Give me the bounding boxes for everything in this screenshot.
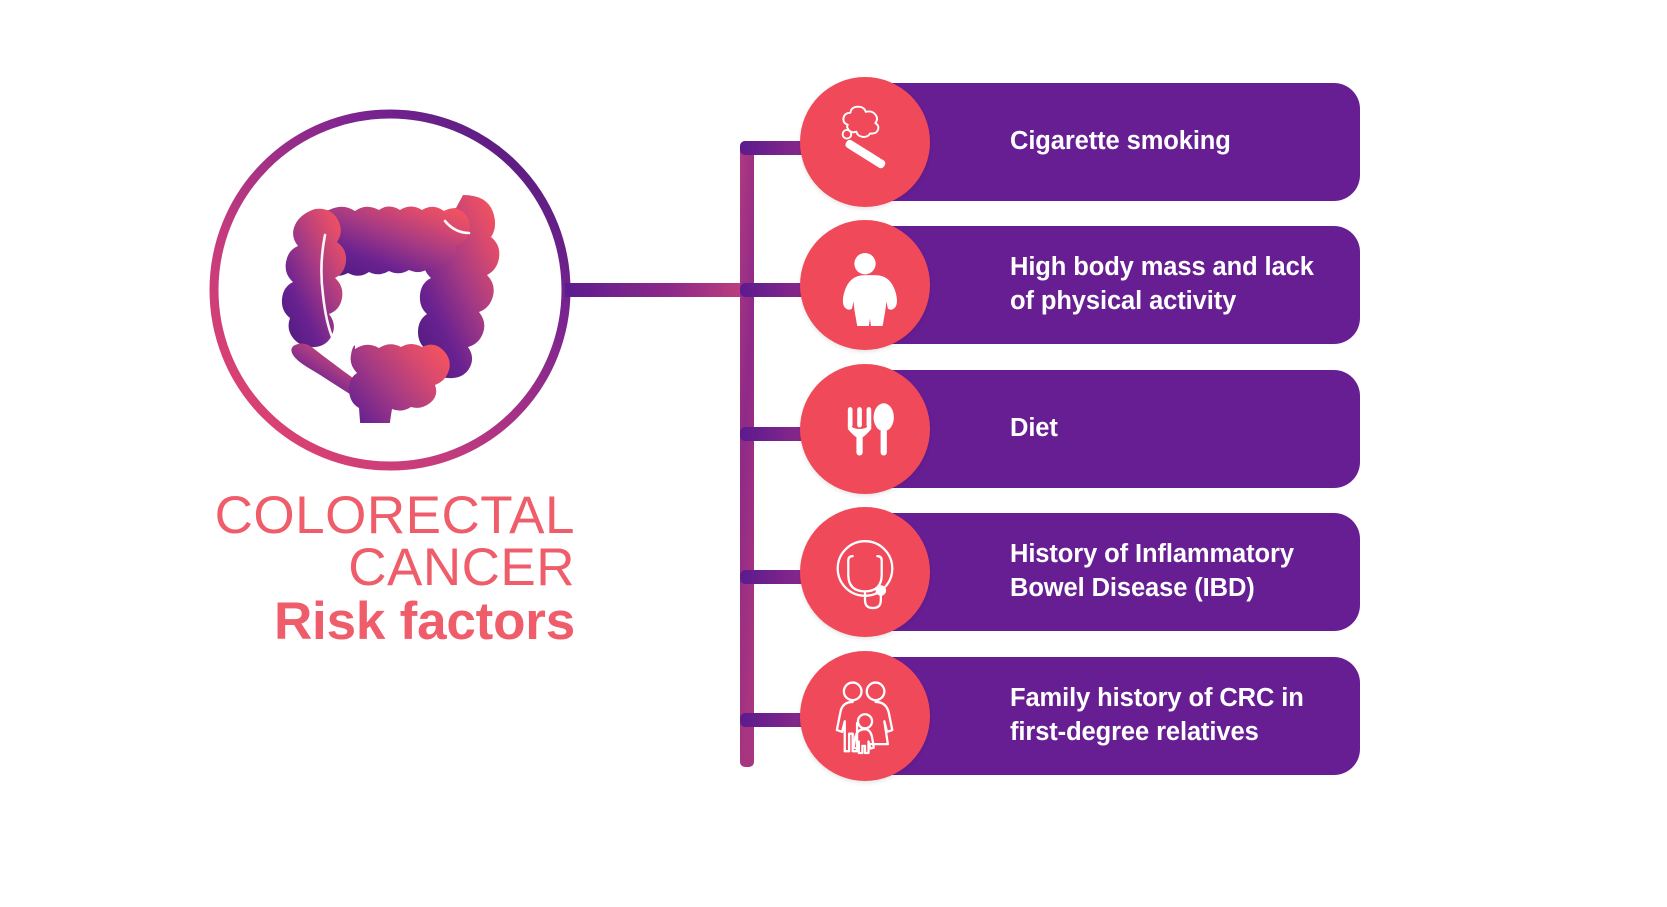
risk-factor-label: Diet xyxy=(1010,414,1058,443)
risk-factor-bar xyxy=(858,370,1360,488)
family-icon xyxy=(800,651,930,781)
risk-factor-bar xyxy=(858,226,1360,344)
risk-factor-item-family-history[interactable]: Family history of CRC in first-degree re… xyxy=(800,651,1360,781)
colorectal-cancer-hero xyxy=(205,105,575,475)
risk-factor-item-ibd-history[interactable]: History of Inflammatory Bowel Disease (I… xyxy=(800,507,1360,637)
risk-factor-item-high-body-mass[interactable]: High body mass and lack of physical acti… xyxy=(800,220,1360,350)
risk-factor-label: Family history of CRC in first-degree re… xyxy=(1010,684,1304,746)
risk-factor-label: High body mass and lack of physical acti… xyxy=(1010,253,1314,315)
risk-factor-label: History of Inflammatory Bowel Disease (I… xyxy=(1010,540,1294,602)
risk-factor-bar xyxy=(858,513,1360,631)
connector-stem xyxy=(565,283,760,297)
colon-icon xyxy=(281,195,500,423)
stethoscope-icon xyxy=(800,507,930,637)
connector-spine xyxy=(740,141,754,767)
fork-and-spoon-icon xyxy=(800,364,930,494)
risk-factor-item-diet[interactable]: Diet xyxy=(800,364,1360,494)
risk-factor-label: Cigarette smoking xyxy=(1010,127,1231,156)
title-line-cancer: CANCER xyxy=(348,537,575,597)
risk-factor-bar xyxy=(858,657,1360,775)
risk-factor-bar xyxy=(858,83,1360,201)
overweight-person-icon xyxy=(800,220,930,350)
page-title: COLORECTAL CANCER Risk factors xyxy=(150,486,576,651)
title-line-colorectal: COLORECTAL xyxy=(214,486,575,545)
cigarette-icon xyxy=(800,77,930,207)
title-line-risk-factors: Risk factors xyxy=(273,591,575,651)
risk-factor-item-cigarette-smoking[interactable]: Cigarette smoking xyxy=(800,77,1360,207)
